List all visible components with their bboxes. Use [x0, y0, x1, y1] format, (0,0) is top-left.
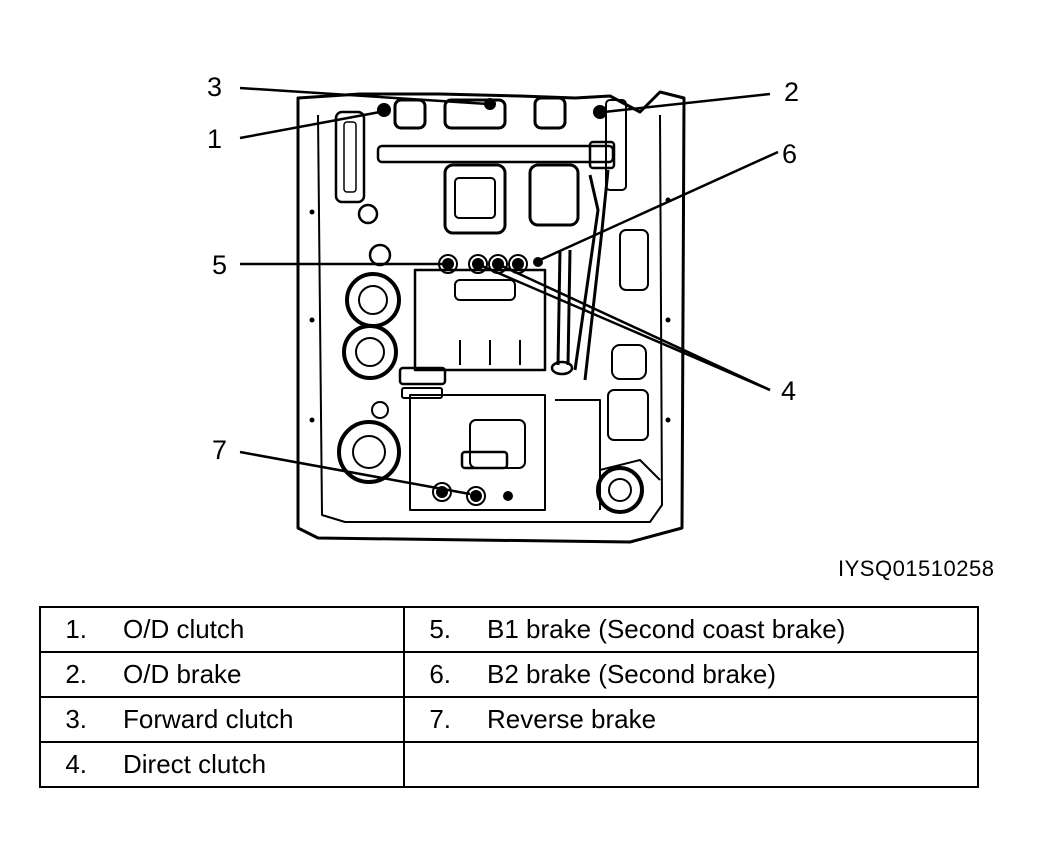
- legend-table: 1. O/D clutch 5. B1 brake (Second coast br…: [39, 606, 979, 788]
- callout-3: 3: [207, 72, 222, 102]
- callout-2: 2: [784, 77, 799, 107]
- legend-row: 4. Direct clutch: [39, 741, 979, 788]
- legend-row: 3. Forward clutch 7. Reverse brake: [39, 696, 979, 743]
- transmission-case-outline: [296, 90, 686, 544]
- legend-cell: 6. B2 brake (Second brake): [403, 651, 979, 698]
- legend-number: 1.: [65, 614, 87, 644]
- callout-1: 1: [207, 124, 222, 154]
- legend-cell: 2. O/D brake: [39, 651, 405, 698]
- callout-6: 6: [782, 139, 797, 169]
- legend-row: 1. O/D clutch 5. B1 brake (Second coast br…: [39, 606, 979, 653]
- callout-5: 5: [212, 250, 227, 280]
- legend-text: B2 brake (Second brake): [487, 659, 777, 689]
- legend-cell: 3. Forward clutch: [39, 696, 405, 743]
- legend-cell: 4. Direct clutch: [39, 741, 405, 788]
- callout-4: 4: [781, 376, 796, 406]
- callout-7: 7: [212, 435, 227, 465]
- legend-number: 7.: [429, 704, 451, 734]
- legend-cell: 7. Reverse brake: [403, 696, 979, 743]
- legend-text: B1 brake (Second coast brake): [487, 614, 846, 644]
- legend-number: 4.: [65, 749, 87, 779]
- legend-number: 6.: [429, 659, 451, 689]
- legend-number: 5.: [429, 614, 451, 644]
- legend-text: Reverse brake: [487, 704, 657, 734]
- legend-text: Forward clutch: [123, 704, 294, 734]
- legend-cell: 5. B1 brake (Second coast brake): [403, 606, 979, 653]
- legend-text: O/D brake: [123, 659, 242, 689]
- legend-number: 2.: [65, 659, 87, 689]
- figure-code: IYSQ01510258: [838, 556, 995, 581]
- legend-text: O/D clutch: [123, 614, 245, 644]
- valve-body-diagram: 1 2 3 4 5 6 7: [207, 72, 799, 544]
- leader-lines: [239, 86, 779, 496]
- legend-number: 3.: [65, 704, 87, 734]
- legend-cell-empty: [403, 741, 979, 788]
- legend-cell: 1. O/D clutch: [39, 606, 405, 653]
- legend-row: 2. O/D brake 6. B2 brake (Second brake): [39, 651, 979, 698]
- legend-text: Direct clutch: [123, 749, 267, 779]
